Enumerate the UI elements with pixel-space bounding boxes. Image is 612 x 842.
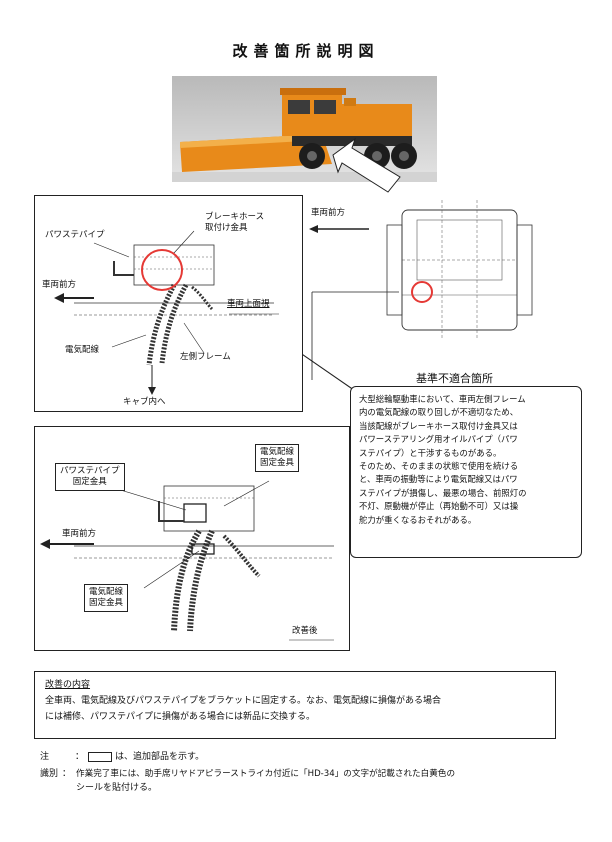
diagram-after-drawing <box>40 480 334 641</box>
nonconformity-line: と、車両の振動等により電気配線又はパワ <box>359 474 518 485</box>
label-to-cab: キャブ内へ <box>123 397 166 407</box>
improvement-line: 全車両、電気配線及びパワステパイプをブラケットに固定する。なお、電気配線に損傷が… <box>45 696 442 706</box>
diagram-before-drawing <box>54 230 279 395</box>
truck-top-view <box>386 200 533 340</box>
label-ps-pipe-bracket: パワステパイプ 固定金具 <box>55 463 125 491</box>
nonconformity-line: 内の電気配線の取り回しが不適切なため、 <box>359 407 519 418</box>
nonconformity-heading: 基準不適合箇所 <box>416 372 493 385</box>
label-after-improvement: 改善後 <box>292 626 318 636</box>
nonconformity-line: ステパイプが損傷し、最悪の場合、前照灯の <box>359 487 527 498</box>
nonconformity-line: パワーステアリング用オイルパイプ（パワ <box>359 434 518 445</box>
improvement-box: 改善の内容 全車両、電気配線及びパワステパイプをブラケットに固定する。なお、電気… <box>34 671 556 739</box>
nonconformity-box: 大型総輪駆動車において、車両左側フレーム 内の電気配線の取り回しが不適切なため、… <box>350 386 582 558</box>
nonconformity-line: ステパイプ）と干渉するものがある。 <box>359 447 502 458</box>
page-title: 改善箇所説明図 <box>232 42 380 60</box>
diagram-before-box <box>34 195 303 412</box>
id-label: 識別 <box>40 769 59 779</box>
label-power-steering-pipe: パワステパイプ <box>45 230 105 240</box>
label-vehicle-front-2: 車両前方 <box>62 529 97 539</box>
nonconformity-line: 当該配線がブレーキホース取付け金具又は <box>359 420 518 431</box>
nonconformity-line: 不灯、原動機が停止（再始動不可）又は操 <box>359 501 519 512</box>
label-vehicle-front-1: 車両前方 <box>42 280 77 290</box>
id-colon: ： <box>62 769 72 779</box>
label-wiring-bracket-bottom: 電気配線 固定金具 <box>84 584 129 612</box>
label-wiring-bracket-top: 電気配線 固定金具 <box>255 444 300 472</box>
id-text-1: 作業完了車には、助手席リヤドアピラーストライカ付近に「HD-34」の文字が記載さ… <box>76 769 456 779</box>
note-label: 注 <box>40 752 50 762</box>
label-electrical-wiring-1: 電気配線 <box>65 345 100 355</box>
improvement-text: 全車両、電気配線及びパワステパイプをブラケットに固定する。なお、電気配線に損傷が… <box>45 693 441 725</box>
nonconformity-line: 大型総輪駆動車において、車両左側フレーム <box>359 394 526 404</box>
label-top-view: 車両上面視 <box>227 299 270 309</box>
added-part-symbol <box>88 752 112 762</box>
note-colon: ： <box>75 752 85 762</box>
nonconformity-line: そのため、そのままの状態で使用を続ける <box>359 461 519 472</box>
nonconformity-text: 大型総輪駆動車において、車両左側フレーム 内の電気配線の取り回しが不適切なため、… <box>351 387 581 533</box>
note-text: は、追加部品を示す。 <box>115 752 205 762</box>
improvement-line: には補修、パワステパイプに損傷がある場合には新品に交換する。 <box>45 712 316 722</box>
label-left-frame: 左側フレーム <box>180 352 231 362</box>
id-text-2: シールを貼付ける。 <box>76 783 158 793</box>
nonconformity-line: 舵力が重くなるおそれがある。 <box>359 514 477 525</box>
arrow-vehicle-front-top <box>309 225 369 233</box>
label-brake-hose-bracket: ブレーキホース 取付け金具 <box>205 212 265 233</box>
improvement-heading: 改善の内容 <box>45 680 91 690</box>
label-vehicle-front-top: 車両前方 <box>311 208 346 218</box>
